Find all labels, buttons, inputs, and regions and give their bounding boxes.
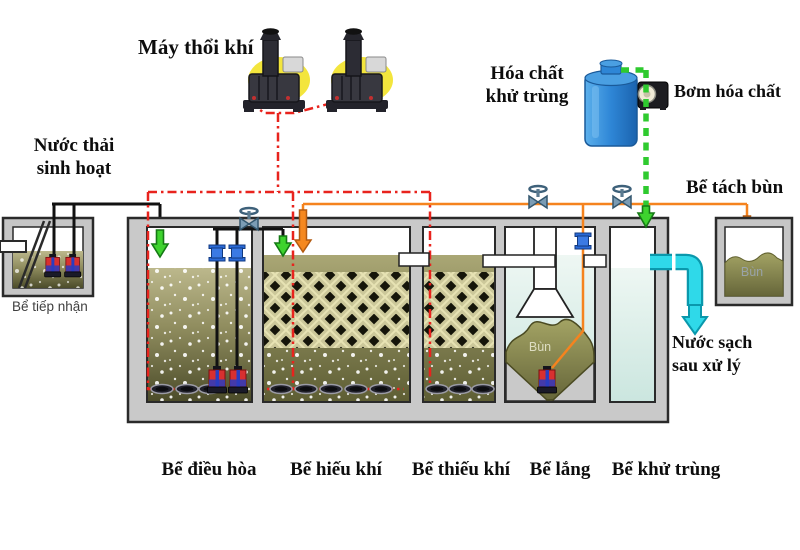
clarifier-funnel (515, 288, 575, 318)
chemical-pump-label: Bơm hóa chất (674, 81, 781, 101)
wall-brackets (398, 252, 607, 268)
submersible-pump-icon (207, 365, 227, 394)
air-blower-label: Máy thổi khí (138, 35, 254, 59)
sludge-separation-label: Bể tách bùn (686, 177, 784, 198)
orange-arrow-icon (293, 209, 313, 254)
sludge-separation-tank (714, 216, 794, 307)
influent-label-line1: Nước thải (33, 135, 115, 156)
influent-label-line2: sinh hoạt (36, 158, 112, 179)
green-arrow-icon (273, 235, 293, 258)
pump-valve-icon (208, 244, 226, 262)
green-arrow-icon (636, 205, 656, 229)
chemical-pump-icon (637, 81, 669, 110)
bar-screen-icon (17, 220, 52, 289)
tank-label-aerobic: Bể hiếu khí (290, 459, 382, 480)
submersible-pump-icon (44, 253, 62, 278)
chemical-label-line2: khử trùng (485, 86, 569, 107)
flow-arrows (150, 229, 293, 259)
effluent-label-line2: sau xử lý (672, 355, 741, 375)
chemical-label-line1: Hóa chất (490, 63, 564, 84)
tank-label-equalization: Bể điều hòa (161, 459, 257, 480)
pump-valve-icon (228, 244, 246, 262)
air-diffusers (150, 383, 495, 395)
chemical-tank-icon (584, 59, 638, 147)
effluent-pipe (650, 253, 709, 336)
tank-label-anoxic: Bể thiếu khí (411, 459, 511, 480)
tank-label-disinfection: Bể khử trùng (611, 459, 721, 480)
air-blower-icon (325, 27, 394, 113)
sludge-valve-icon (574, 232, 592, 250)
submersible-pump-icon (228, 365, 248, 394)
effluent-label: Nước sạch sau xử lý (672, 331, 752, 377)
receiving-tank (0, 202, 162, 298)
sludge-blanket (505, 318, 595, 401)
bio-media-lattice (424, 272, 494, 348)
receiving-tank-label: Bể tiếp nhận (12, 299, 88, 314)
chemical-label: Hóa chất khử trùng (476, 62, 578, 108)
cyan-arrow-icon (681, 304, 709, 336)
clarifier-internals (505, 204, 595, 402)
clarifier-sludge-label: Bùn (528, 340, 552, 354)
influent-pump-pipes (52, 202, 162, 258)
sludge-pump-icon (537, 365, 557, 394)
separator-sludge-label: Bùn (740, 265, 764, 279)
effluent-label-line1: Nước sạch (672, 332, 753, 352)
chemical-dosing-line (621, 67, 656, 229)
influent-inlet-pipe (0, 240, 27, 253)
influent-label: Nước thải sinh hoạt (18, 134, 130, 180)
green-arrow-icon (150, 229, 170, 259)
equalization-pump-system (207, 206, 285, 394)
submersible-pump-icon (64, 253, 82, 278)
tank-label-settling: Bể lắng (529, 459, 591, 480)
bio-media-lattice (264, 272, 409, 348)
